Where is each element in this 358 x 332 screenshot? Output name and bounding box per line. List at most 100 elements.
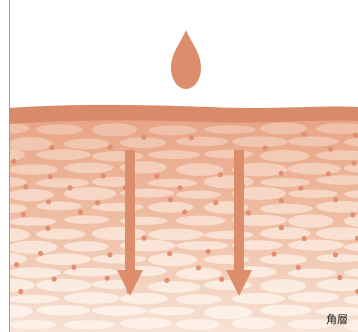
skin-cell [120,293,168,304]
skin-cell [36,229,85,240]
skin-particle [18,289,23,294]
skin-particle [279,171,284,176]
skin-cell [176,216,225,226]
skin-cell [148,253,197,266]
skin-cell [204,175,253,188]
skin-particle [206,249,211,254]
skin-particle [11,159,16,164]
skin-cell [176,319,220,330]
skin-cell [64,241,109,251]
skin-particle [352,161,357,166]
layer-label: 角層 [326,313,348,326]
skin-cell [176,294,221,304]
skin-cell [92,123,137,136]
skin-particle [48,174,53,179]
skin-particle [45,226,50,231]
skin-particle [353,133,358,138]
skin-cell [176,137,228,147]
skin-cell [36,305,90,316]
skin-cell [92,255,146,264]
skin-particle [167,251,172,256]
skin-cell [204,150,253,159]
skin-cell [8,241,57,254]
skin-particle [219,277,224,282]
skin-particle [296,265,301,270]
skin-particle [46,199,51,204]
skin-cell [36,279,91,292]
skin-cell [288,240,344,251]
skin-particle [95,200,100,205]
skin-particle [78,210,83,215]
skin-cell [64,268,119,277]
skin-cell [148,179,197,188]
skin-particle [298,186,303,191]
skin-particle [328,147,333,152]
skin-particle [71,265,76,270]
skin-particle [189,135,194,140]
skin-cell [8,137,53,151]
skin-cell [288,190,338,198]
skin-particle [182,209,187,214]
skin-cell [288,269,336,278]
skin-cell [64,320,115,329]
skin-cell [260,279,306,293]
skin-cell [64,163,113,174]
skin-cell [260,123,307,135]
skin-cell [148,125,197,135]
skin-cell [288,137,339,147]
skin-particle [218,172,223,177]
skin-particle [141,236,146,241]
skin-cell [232,317,276,329]
skin-cell [36,202,82,211]
skin-particle [38,251,43,256]
skin-particle [14,262,19,267]
skin-particle [177,185,182,190]
skin-cell [176,241,228,250]
skin-particle [68,185,73,190]
skin-cell [148,229,204,241]
skin-cell [36,253,91,265]
skin-cell [92,227,145,240]
skin-particle [21,212,26,217]
skin-particle [272,251,277,256]
skin-cell [8,320,56,329]
skin-particle [302,236,307,241]
skin-cell [260,178,310,187]
skin-cell [36,149,91,160]
skin-cell [176,163,223,176]
skin-particle [107,252,112,257]
skin-cell [260,305,311,316]
skin-particle [101,173,106,178]
skin-particle [105,276,110,281]
skin-cell [8,164,58,175]
skin-particle [154,174,159,179]
skin-cell [204,231,253,239]
skin-cell [288,163,341,175]
skin-cell [204,306,252,320]
skin-particle [333,197,338,202]
skin-particle [164,278,169,283]
skin-particle [52,277,57,282]
skin-cell [64,139,109,150]
skin-cell [92,151,143,161]
skin-cell [232,136,288,147]
skin-particle [23,184,28,189]
skin-particle [350,212,355,217]
skin-particle [326,171,331,176]
skin-particle [333,252,338,257]
skin-cell [204,125,256,133]
skin-particle [279,225,284,230]
skin-particle [263,145,268,150]
skin-particle [196,265,201,270]
skin-cell [64,215,109,223]
skin-cell [148,307,195,315]
skin-particle [213,200,218,205]
skin-cell [176,191,221,199]
skin-particle [246,210,251,215]
skin-cell [148,281,201,293]
skin-cell [288,214,333,227]
skin-cell [8,267,61,278]
skin-cell [92,306,147,316]
skin-cell [120,318,172,329]
